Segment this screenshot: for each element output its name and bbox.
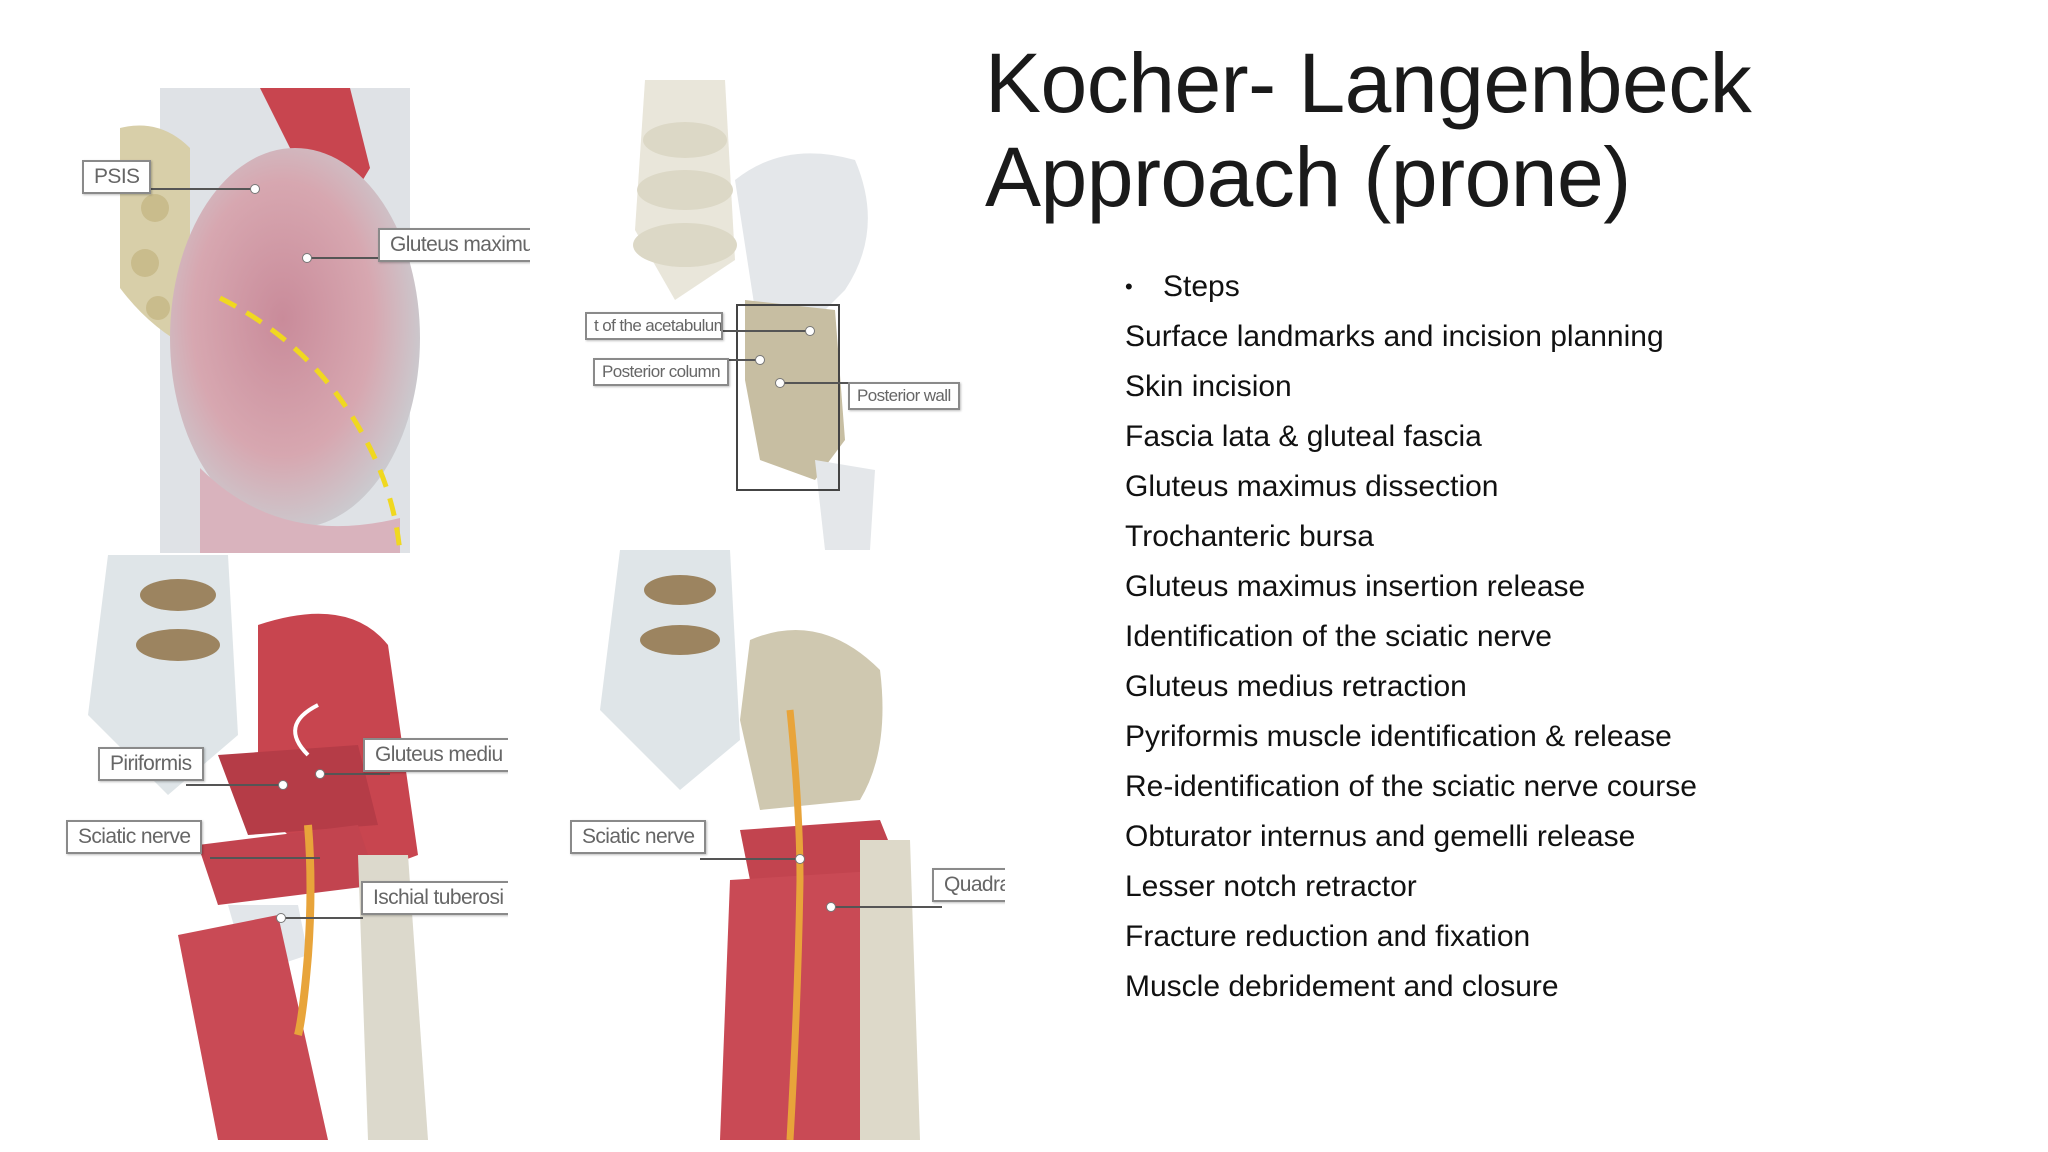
list-item: Fascia lata & gluteal fascia <box>1125 420 1482 453</box>
gluteal-region-illustration <box>120 88 420 553</box>
posterior-column-marker <box>755 355 765 365</box>
figure-gluteus-maximus-incision: PSIS Gluteus maximu <box>40 88 530 553</box>
label-gluteus-medius: Gluteus mediu <box>363 738 508 772</box>
posterior-wall-marker <box>775 378 785 388</box>
list-item: Pyriformis muscle identification & relea… <box>1125 720 1672 753</box>
list-item: Obturator internus and gemelli release <box>1125 820 1636 853</box>
figure-quadratus-sciatic: Sciatic nerve Quadra <box>560 550 1005 1140</box>
list-item: Gluteus maximus dissection <box>1125 470 1499 503</box>
label-gluteus-maximus: Gluteus maximu <box>378 228 530 262</box>
label-quadratus: Quadra <box>932 868 1005 902</box>
steps-heading-text: Steps <box>1163 270 1240 303</box>
psis-marker <box>250 184 260 194</box>
bullet-icon: • <box>1125 274 1133 299</box>
quadratus-marker <box>826 902 836 912</box>
figure-acetabulum-posterior: t of the acetabulum Posterior column Pos… <box>585 80 1000 550</box>
list-item: Gluteus maximus insertion release <box>1125 570 1586 603</box>
title-line-2: Approach (prone) <box>985 130 1631 224</box>
gluteus-maximus-marker <box>302 253 312 263</box>
gluteus-medius-marker <box>315 769 325 779</box>
figure-piriformis-sciatic: Piriformis Gluteus mediu Sciatic nerve I… <box>28 555 508 1140</box>
steps-heading: • Steps <box>1125 262 2005 312</box>
steps-list: • Steps Surface landmarks and incision p… <box>1125 262 2005 1012</box>
label-acetabulum: t of the acetabulum <box>585 312 723 340</box>
title-line-1: Kocher- Langenbeck <box>985 36 1752 130</box>
list-item: Identification of the sciatic nerve <box>1125 620 1552 653</box>
piriformis-marker <box>278 780 288 790</box>
list-item: Skin incision <box>1125 370 1292 403</box>
list-item: Trochanteric bursa <box>1125 520 1374 553</box>
list-item: Lesser notch retractor <box>1125 870 1417 903</box>
label-psis: PSIS <box>82 160 152 194</box>
label-piriformis: Piriformis <box>98 747 204 781</box>
label-sciatic-nerve-2: Sciatic nerve <box>570 820 707 854</box>
list-item: Re-identification of the sciatic nerve c… <box>1125 770 1697 803</box>
label-ischial-tuberosity: Ischial tuberosi <box>361 881 508 915</box>
label-sciatic-nerve: Sciatic nerve <box>66 820 203 854</box>
list-item: Fracture reduction and fixation <box>1125 920 1531 953</box>
acetabulum-marker <box>805 326 815 336</box>
list-item: Muscle debridement and closure <box>1125 970 1559 1003</box>
list-item: Surface landmarks and incision planning <box>1125 320 1664 353</box>
label-posterior-column: Posterior column <box>593 358 729 386</box>
ischial-tuberosity-marker <box>276 913 286 923</box>
list-item: Gluteus medius retraction <box>1125 670 1467 703</box>
sciatic-nerve-marker <box>795 854 805 864</box>
label-posterior-wall: Posterior wall <box>848 382 960 410</box>
slide-title: Kocher- Langenbeck Approach (prone) <box>985 36 1985 224</box>
